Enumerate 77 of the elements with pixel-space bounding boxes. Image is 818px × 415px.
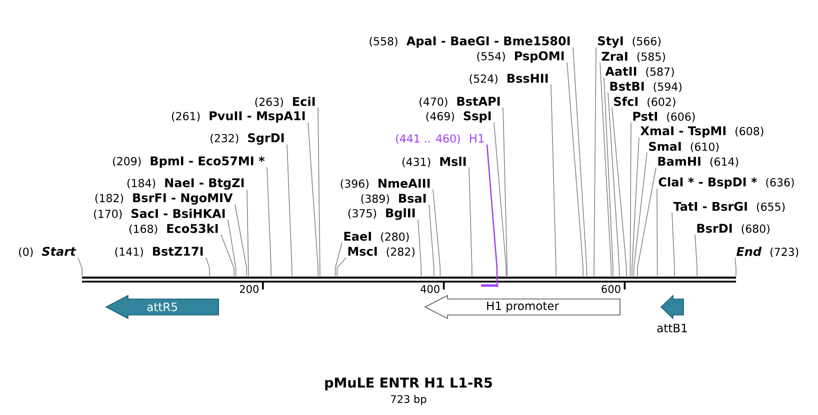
site-label: (524) BssHII [470, 74, 548, 84]
site-label: (389) BsaI [361, 194, 426, 204]
site-label: (184) NaeI - BtgZI [127, 178, 244, 190]
leader-line [630, 122, 632, 276]
leader-line [604, 77, 614, 276]
primer-bar [481, 284, 498, 287]
site-label: BsrDI (680) [697, 224, 770, 234]
leader-line [502, 107, 508, 276]
leader-line [550, 84, 556, 276]
leader-line [220, 234, 234, 276]
leader-line [308, 122, 318, 276]
leader-line [486, 144, 498, 284]
site-label: (168) Eco53kI [129, 224, 218, 234]
leader-line [608, 92, 620, 276]
leader-line [286, 144, 292, 276]
site-label: ClaI * - BspDI * (636) [658, 177, 794, 189]
site-label: (141) BstZ17I [115, 246, 203, 258]
leader-line [334, 242, 342, 276]
site-label: (375) BglII [348, 208, 415, 220]
site-label: PstI (606) [633, 112, 695, 122]
site-label: (261) PvuII - MspA1I [172, 111, 305, 123]
site-label: SfcI (602) [614, 96, 676, 108]
leader-line [494, 122, 507, 276]
site-label: AatII (587) [605, 66, 674, 78]
leader-line [632, 137, 640, 276]
map-title: pMuLE ENTR H1 L1-R5 [325, 378, 492, 390]
primer-label: (441 .. 460) H1 [396, 134, 484, 144]
tick-label: 400 [420, 285, 440, 293]
leader-line [637, 167, 656, 276]
site-label: BamHI (614) [658, 156, 738, 168]
leader-line [432, 189, 441, 276]
leader-line [694, 234, 698, 276]
leader-line [672, 212, 675, 276]
site-label: (396) NmeAIII [340, 178, 430, 190]
site-label: StyI (566) [598, 36, 660, 48]
site-label: MscI (282) [348, 246, 414, 258]
site-label: EaeI (280) [344, 232, 409, 242]
leader-line [336, 257, 346, 276]
leader-line [633, 152, 648, 276]
sequence-length: 723 bp [391, 394, 426, 406]
sequence-end-label: (0) Start [19, 246, 76, 258]
site-label: ZraI (585) [602, 52, 665, 62]
leader-line [572, 47, 588, 276]
leader-line [734, 257, 736, 276]
site-label: (469) SspI [426, 111, 491, 123]
site-label: (470) BstAPI [420, 96, 500, 108]
site-label: (209) BpmI - Eco57MI * [113, 156, 265, 168]
site-label: (554) PspOMI [477, 51, 564, 63]
site-label: SmaI (610) [649, 142, 719, 152]
site-label: (431) MslI [402, 156, 466, 168]
leader-line [656, 188, 658, 276]
site-label: BstBI (594) [610, 82, 682, 92]
site-label: (558) ApaI - BaeGI - Bme1580I [370, 36, 570, 48]
leader-line [566, 62, 584, 276]
sequence-end-label: End (723) [736, 246, 798, 258]
leader-line [206, 257, 210, 276]
site-label: (182) BsrFI - NgoMIV [95, 193, 233, 205]
leader-line [246, 189, 249, 276]
leader-line [318, 107, 320, 276]
tick-label: 200 [240, 285, 258, 293]
leader-line [266, 167, 272, 276]
site-label: (170) SacI - BsiHKAI [94, 208, 225, 220]
dna-backbone [82, 276, 736, 282]
leader-line [594, 47, 596, 276]
site-label: (232) SgrDI [210, 133, 284, 145]
leader-line [428, 204, 434, 276]
site-label: XmaI - TspMI (608) [640, 126, 764, 138]
leader-line [234, 204, 247, 276]
leader-line [228, 219, 236, 276]
leader-line [468, 167, 472, 276]
tick-label: 600 [602, 285, 620, 293]
leader-line [612, 107, 627, 276]
leader-line [78, 257, 82, 276]
leader-line [418, 219, 422, 276]
leader-line [600, 62, 612, 276]
site-label: TatI - BsrGI (655) [673, 202, 785, 212]
site-label: (263) EciI [255, 96, 315, 108]
